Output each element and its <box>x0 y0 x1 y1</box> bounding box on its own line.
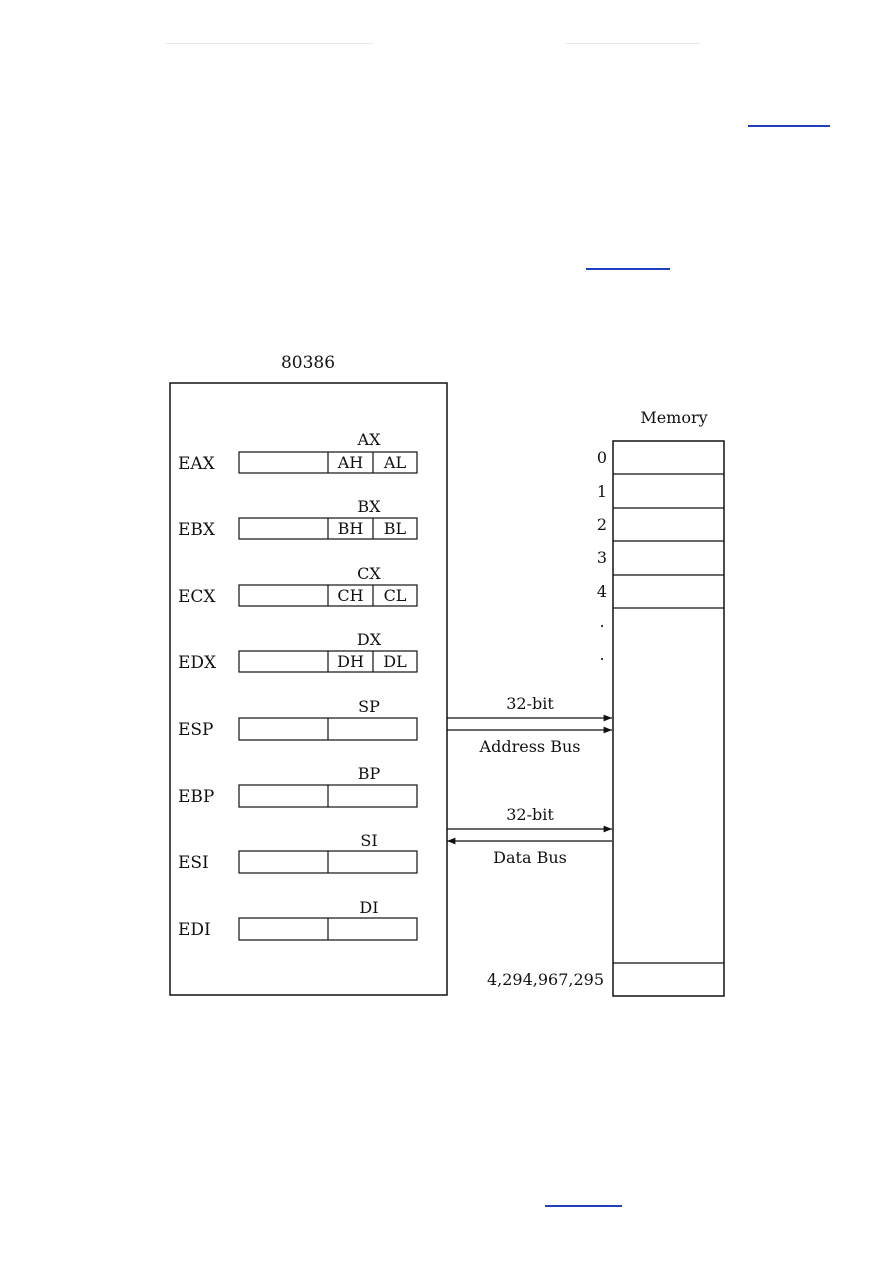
data-bus: 32-bit Data Bus <box>447 805 612 867</box>
header-rule-right <box>565 43 700 44</box>
register-word-label: DX <box>357 630 382 649</box>
register-edx: DX EDX DH DL <box>178 630 418 673</box>
memory-column <box>612 440 725 997</box>
register-name: EBX <box>178 520 216 540</box>
memory-title: Memory <box>640 408 707 427</box>
register-low-byte: BL <box>384 519 407 538</box>
address-bus: 32-bit Address Bus <box>447 694 612 756</box>
register-word-label: AX <box>357 430 382 449</box>
register-ecx: CX ECX CH CL <box>178 564 418 607</box>
register-word-label: DI <box>359 898 378 917</box>
register-ebx: BX EBX BH BL <box>178 497 418 540</box>
register-low-byte: AL <box>383 453 407 472</box>
register-high-byte: BH <box>338 519 364 538</box>
memory-ellipsis-dot: . <box>599 612 604 631</box>
address-bus-width-label: 32-bit <box>506 694 554 713</box>
register-esp: SP ESP <box>178 697 418 741</box>
memory-address-label: 0 <box>597 448 607 467</box>
register-word-label: CX <box>357 564 381 583</box>
register-name: EDI <box>178 920 211 940</box>
header-rule-left <box>165 43 373 44</box>
register-low-byte: CL <box>384 586 407 605</box>
register-word-label: SP <box>358 697 380 716</box>
register-high-byte: CH <box>337 586 363 605</box>
cpu-title: 80386 <box>281 353 335 373</box>
register-word-label: BX <box>357 497 381 516</box>
register-word-label: BP <box>358 764 381 783</box>
hyperlink-underline-3[interactable] <box>545 1205 622 1207</box>
memory-ellipsis-dot: . <box>599 645 604 664</box>
data-bus-name-label: Data Bus <box>493 848 567 867</box>
hyperlink-underline-1[interactable] <box>748 125 830 127</box>
memory-address-label: 2 <box>597 515 607 534</box>
register-name: ECX <box>178 587 216 607</box>
register-name: EDX <box>178 653 217 673</box>
hyperlink-underline-2[interactable] <box>586 268 670 270</box>
memory-block: Memory 0 1 2 3 4 . . 4,294,967,295 <box>487 408 725 997</box>
register-name: ESP <box>178 720 214 740</box>
register-word-label: SI <box>360 831 377 850</box>
data-bus-width-label: 32-bit <box>506 805 554 824</box>
register-edi: DI EDI <box>178 898 418 941</box>
register-name: ESI <box>178 853 209 873</box>
register-name: EBP <box>178 787 214 807</box>
register-high-byte: DH <box>337 652 364 671</box>
cpu-box <box>169 382 448 996</box>
register-esi: SI ESI <box>178 831 418 874</box>
memory-address-label: 4 <box>597 582 607 601</box>
memory-last-address-label: 4,294,967,295 <box>487 970 604 989</box>
register-ebp: BP EBP <box>178 764 418 808</box>
register-high-byte: AH <box>337 453 364 472</box>
memory-address-label: 1 <box>597 482 607 501</box>
address-bus-name-label: Address Bus <box>479 737 581 756</box>
register-low-byte: DL <box>383 652 407 671</box>
register-name: EAX <box>178 454 216 474</box>
memory-address-label: 3 <box>597 548 607 567</box>
register-eax: AX EAX AH AL <box>178 430 418 474</box>
